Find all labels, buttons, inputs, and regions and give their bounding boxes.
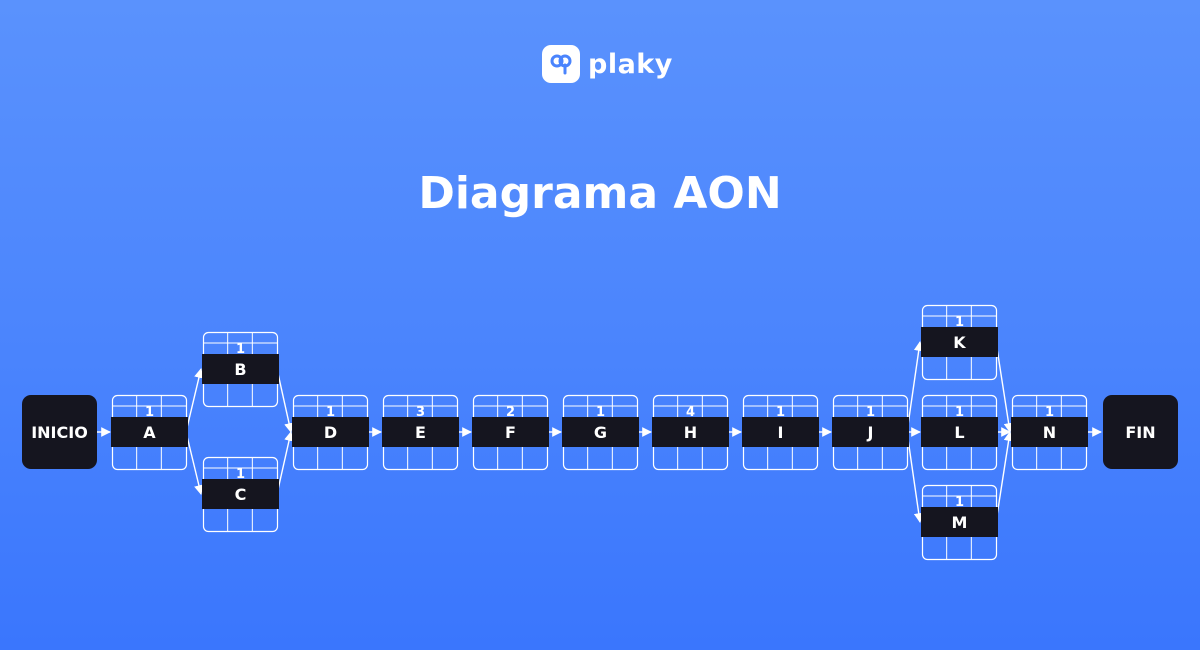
node-bar [1011,417,1088,447]
node-duration: 1 [596,405,605,420]
activity-node-n: 1N [1011,394,1088,471]
terminal-box [1103,395,1178,469]
node-duration: 1 [236,342,245,357]
node-bar [202,354,279,384]
edge-c-d [276,431,294,495]
node-duration: 1 [866,405,875,420]
activity-node-j: 1J [832,394,909,471]
node-bar [832,417,909,447]
brand-logo: plaky [542,45,673,83]
node-duration: 3 [416,405,425,420]
node-bar [921,507,998,537]
activity-node-h: 4H [652,394,729,471]
node-duration: 1 [776,405,785,420]
node-duration: 1 [955,315,964,330]
node-label: J [867,423,874,442]
terminal-label: INICIO [31,423,88,442]
node-bar [742,417,819,447]
node-label: I [778,423,784,442]
node-bar [292,417,369,447]
node-bar [202,479,279,509]
activity-node-g: 1G [562,394,639,471]
node-bar [562,417,639,447]
activity-node-m: 1M [921,484,998,561]
node-label: M [952,513,968,532]
activity-node-c: 1C [202,456,279,533]
node-bar [921,417,998,447]
edge-m-n [995,431,1014,523]
edge-j-k [906,341,924,433]
edge-b-d [276,368,294,433]
node-bar [111,417,188,447]
terminal-inicio: INICIO [22,395,97,469]
edge-a-b [185,368,204,433]
node-bar [382,417,459,447]
edges-layer [97,341,1102,523]
node-bar [472,417,549,447]
terminal-label: FIN [1125,423,1155,442]
terminal-fin: FIN [1103,395,1178,469]
activity-node-k: 1K [921,304,998,381]
activity-node-l: 1L [921,394,998,471]
node-label: G [594,423,607,442]
node-duration: 1 [1045,405,1054,420]
node-duration: 2 [506,405,515,420]
page-title: Diagrama AON [418,168,782,219]
activity-node-i: 1I [742,394,819,471]
node-label: C [235,485,247,504]
node-duration: 1 [955,495,964,510]
edge-k-n [995,341,1014,433]
edge-j-m [906,431,924,523]
node-label: D [324,423,337,442]
node-label: F [505,423,516,442]
node-duration: 1 [236,467,245,482]
activity-node-b: 1B [202,331,279,408]
plaky-logo-icon [542,45,580,83]
node-duration: 4 [686,405,695,420]
activity-node-f: 2F [472,394,549,471]
node-label: N [1043,423,1056,442]
node-duration: 1 [145,405,154,420]
terminal-box [22,395,97,469]
edge-a-c [185,431,204,495]
node-label: L [954,423,964,442]
activity-node-d: 1D [292,394,369,471]
node-label: E [415,423,426,442]
node-label: A [143,423,156,442]
brand-name: plaky [588,48,673,80]
activity-node-a: 1A [111,394,188,471]
node-label: H [684,423,697,442]
activity-node-e: 3E [382,394,459,471]
node-duration: 1 [955,405,964,420]
node-label: B [234,360,246,379]
node-bar [652,417,729,447]
node-duration: 1 [326,405,335,420]
node-label: K [953,333,966,352]
node-bar [921,327,998,357]
